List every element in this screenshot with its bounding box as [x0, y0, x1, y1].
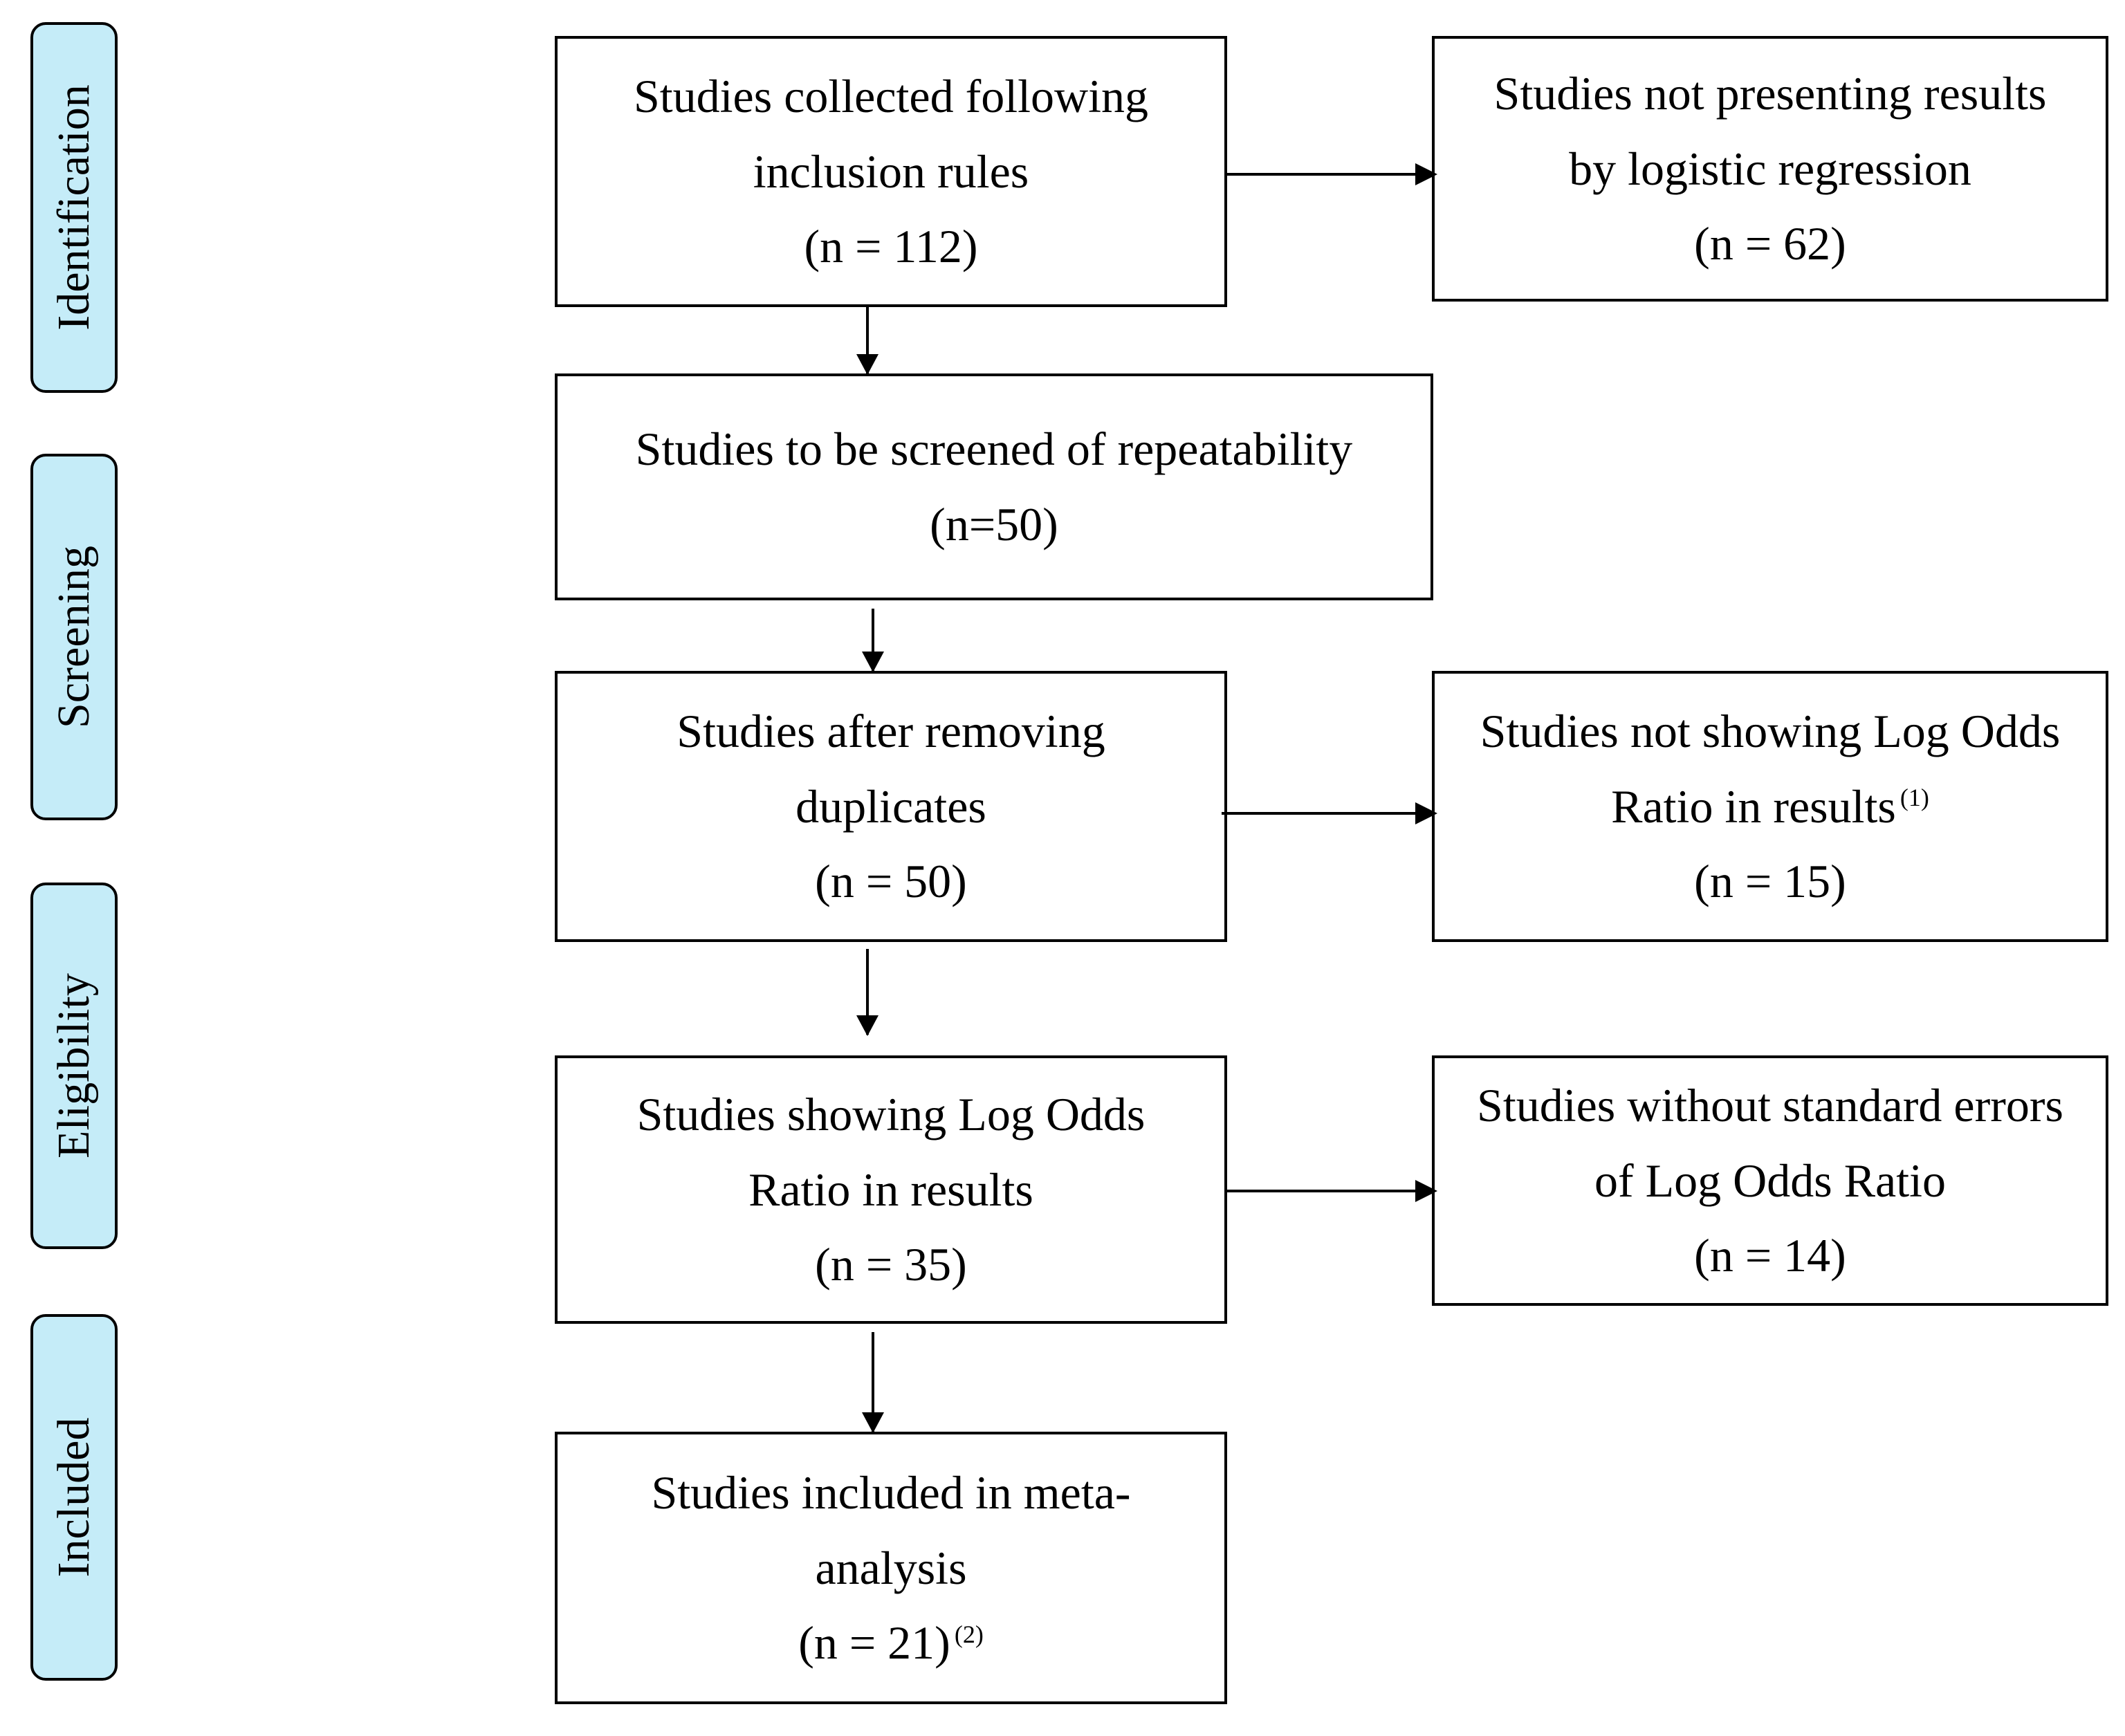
box-log-odds-line1: Studies showing Log Odds	[636, 1087, 1146, 1141]
box-not-logistic-regression-line1: Studies not presenting results	[1493, 66, 2047, 120]
box-no-standard-errors: Studies without standard errors of Log O…	[1432, 1055, 2108, 1306]
box-screened-repeatability-count: (n=50)	[930, 498, 1058, 551]
box-log-odds: Studies showing Log Odds Ratio in result…	[555, 1055, 1227, 1324]
box-studies-collected: Studies collected following inclusion ru…	[555, 36, 1227, 307]
box-studies-collected-line1: Studies collected following	[633, 69, 1149, 122]
box-included-meta-analysis: Studies included in meta- analysis (n = …	[555, 1432, 1227, 1704]
stage-screening-label: Screening	[48, 546, 99, 728]
box-no-standard-errors-count: (n = 14)	[1694, 1229, 1846, 1282]
box-not-logistic-regression-count: (n = 62)	[1694, 217, 1846, 270]
box-not-logistic-regression-line2: by logistic regression	[1569, 142, 1971, 195]
box-included-meta-analysis-line2: analysis	[815, 1541, 967, 1594]
arrowhead-collected-to-screened	[856, 354, 878, 375]
box-studies-collected-line2: inclusion rules	[753, 145, 1029, 198]
stage-eligibility-label: Eligibility	[48, 973, 99, 1158]
arrowhead-after-duplicates-to-log-odds	[856, 1015, 878, 1036]
box-no-log-odds-line1: Studies not showing Log Odds	[1480, 704, 2061, 757]
box-no-log-odds-line2-wrap: Ratio in results(1)	[1611, 769, 1929, 844]
box-included-meta-analysis-count-wrap: (n = 21)(2)	[798, 1605, 984, 1681]
stage-identification-tab: Identification	[30, 22, 118, 393]
stage-identification-label: Identification	[48, 84, 99, 331]
box-included-meta-analysis-line1: Studies included in meta-	[651, 1466, 1131, 1519]
stage-included-tab: Included	[30, 1314, 118, 1681]
box-after-duplicates: Studies after removing duplicates (n = 5…	[555, 671, 1227, 942]
footnote-1-marker: (1)	[1899, 783, 1929, 811]
box-after-duplicates-line2: duplicates	[795, 779, 986, 833]
box-screened-repeatability-line1: Studies to be screened of repeatability	[635, 423, 1353, 476]
arrowhead-log-odds-to-included	[862, 1412, 884, 1433]
box-no-log-odds: Studies not showing Log Odds Ratio in re…	[1432, 671, 2108, 942]
box-screened-repeatability: Studies to be screened of repeatability …	[555, 373, 1433, 600]
box-no-log-odds-line2: Ratio in results	[1611, 779, 1896, 833]
box-no-standard-errors-line1: Studies without standard errors	[1477, 1078, 2063, 1132]
stage-eligibility-tab: Eligibility	[30, 883, 118, 1249]
box-after-duplicates-count: (n = 50)	[815, 855, 967, 908]
box-studies-collected-count: (n = 112)	[804, 220, 978, 273]
stage-included-label: Included	[48, 1417, 99, 1578]
box-log-odds-line2: Ratio in results	[748, 1163, 1033, 1216]
box-included-meta-analysis-count: (n = 21)	[798, 1616, 950, 1670]
box-no-standard-errors-line2: of Log Odds Ratio	[1594, 1154, 1947, 1207]
footnote-2-marker: (2)	[954, 1620, 984, 1648]
stage-screening-tab: Screening	[30, 454, 118, 820]
arrowhead-screened-to-after-duplicates	[862, 652, 884, 672]
box-not-logistic-regression: Studies not presenting results by logist…	[1432, 36, 2108, 302]
box-log-odds-count: (n = 35)	[815, 1238, 967, 1291]
box-after-duplicates-line1: Studies after removing	[677, 704, 1105, 757]
box-no-log-odds-count: (n = 15)	[1694, 855, 1846, 908]
